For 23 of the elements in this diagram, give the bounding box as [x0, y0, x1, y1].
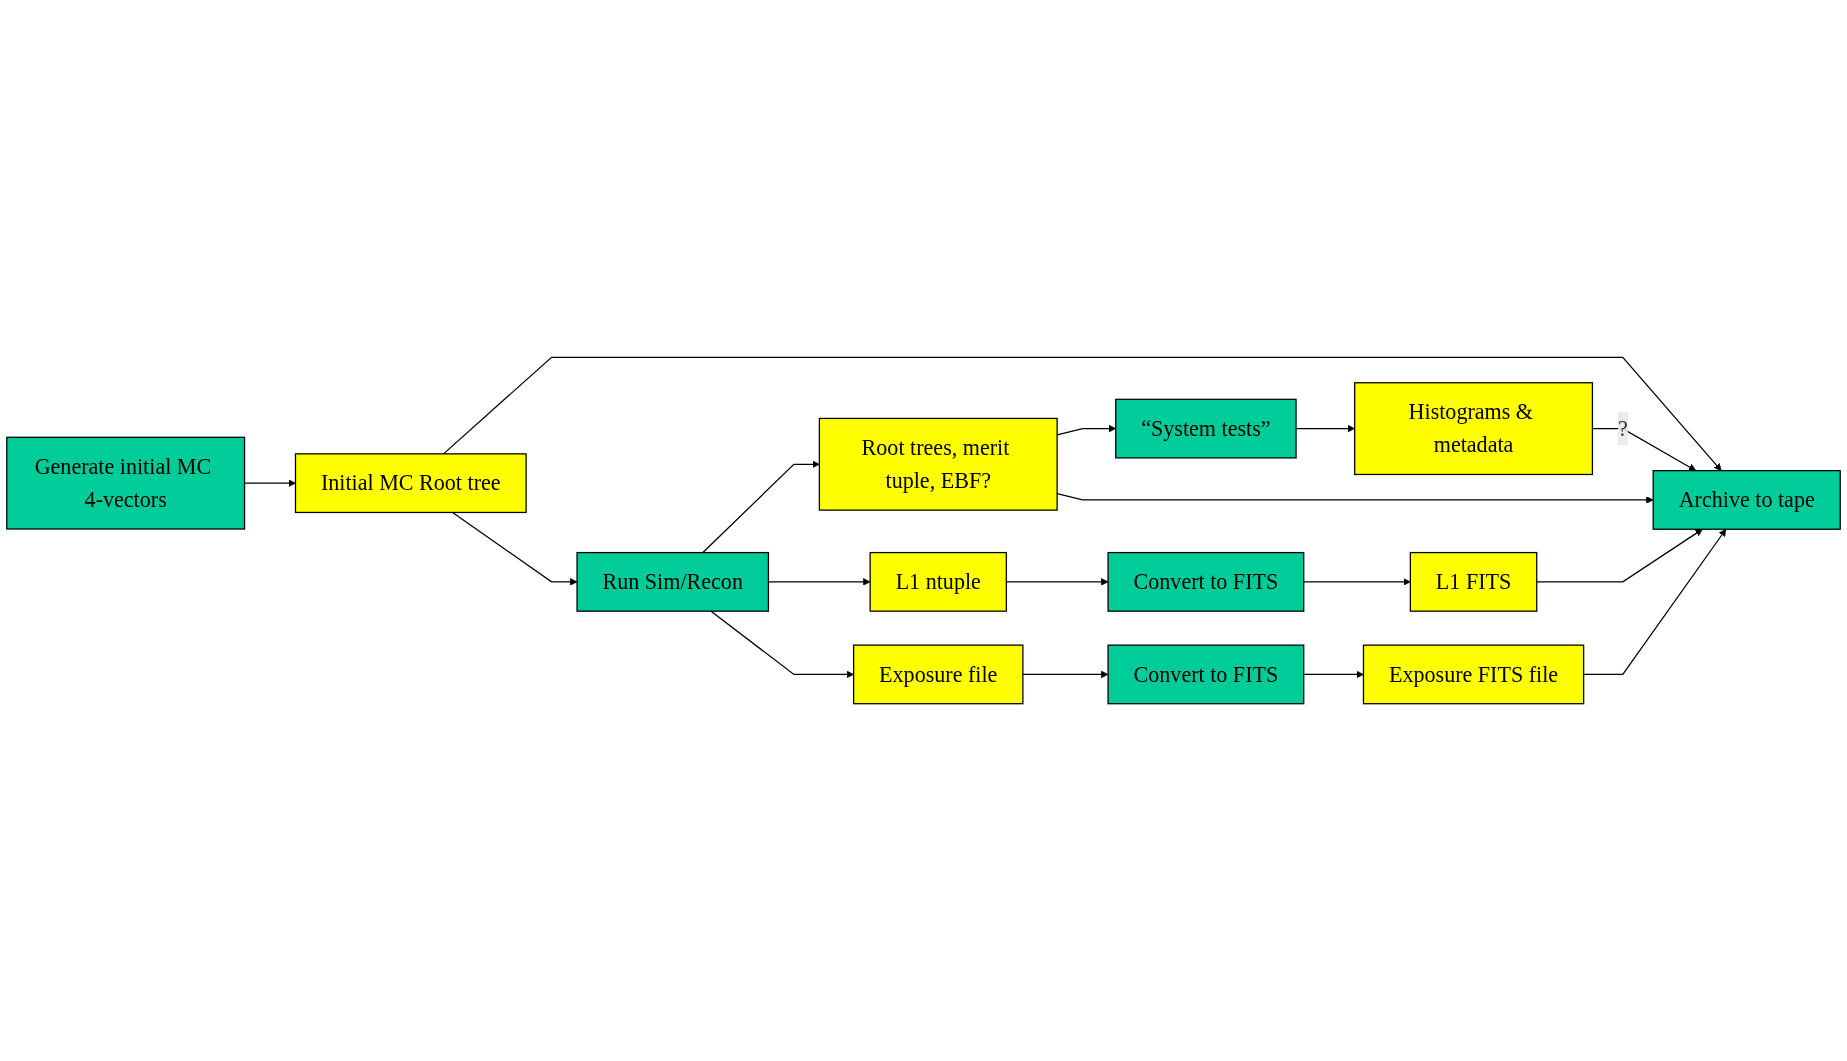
arrow: [710, 610, 854, 679]
node-box: Exposure file: [853, 644, 1024, 705]
node-box: Archive to tape: [1652, 470, 1841, 530]
node-box: “System tests”: [1115, 398, 1297, 459]
arrow: [442, 356, 1722, 471]
arrow: [1536, 528, 1703, 583]
node-box: Initial MC Root tree: [294, 453, 527, 514]
edge-label: ?: [1617, 416, 1628, 441]
node-box: Histograms & metadata: [1354, 382, 1594, 476]
arrow: [702, 460, 820, 554]
node-box: Generate initial MC 4-vectors: [6, 436, 246, 530]
arrow: [451, 511, 578, 586]
arrow: [1303, 670, 1364, 679]
node-box: Root trees, merit tuple, EBF?: [818, 417, 1058, 511]
node-box: Run Sim/Recon: [576, 551, 770, 612]
node-box: Exposure FITS file: [1362, 644, 1585, 705]
arrow: [1022, 670, 1109, 679]
node-box: L1 ntuple: [869, 551, 1007, 612]
node-box: L1 FITS: [1409, 551, 1538, 612]
node-box: Convert to FITS: [1107, 644, 1305, 705]
node-box: Convert to FITS: [1107, 551, 1305, 612]
arrow: [1303, 578, 1411, 586]
arrow: [1583, 528, 1727, 676]
